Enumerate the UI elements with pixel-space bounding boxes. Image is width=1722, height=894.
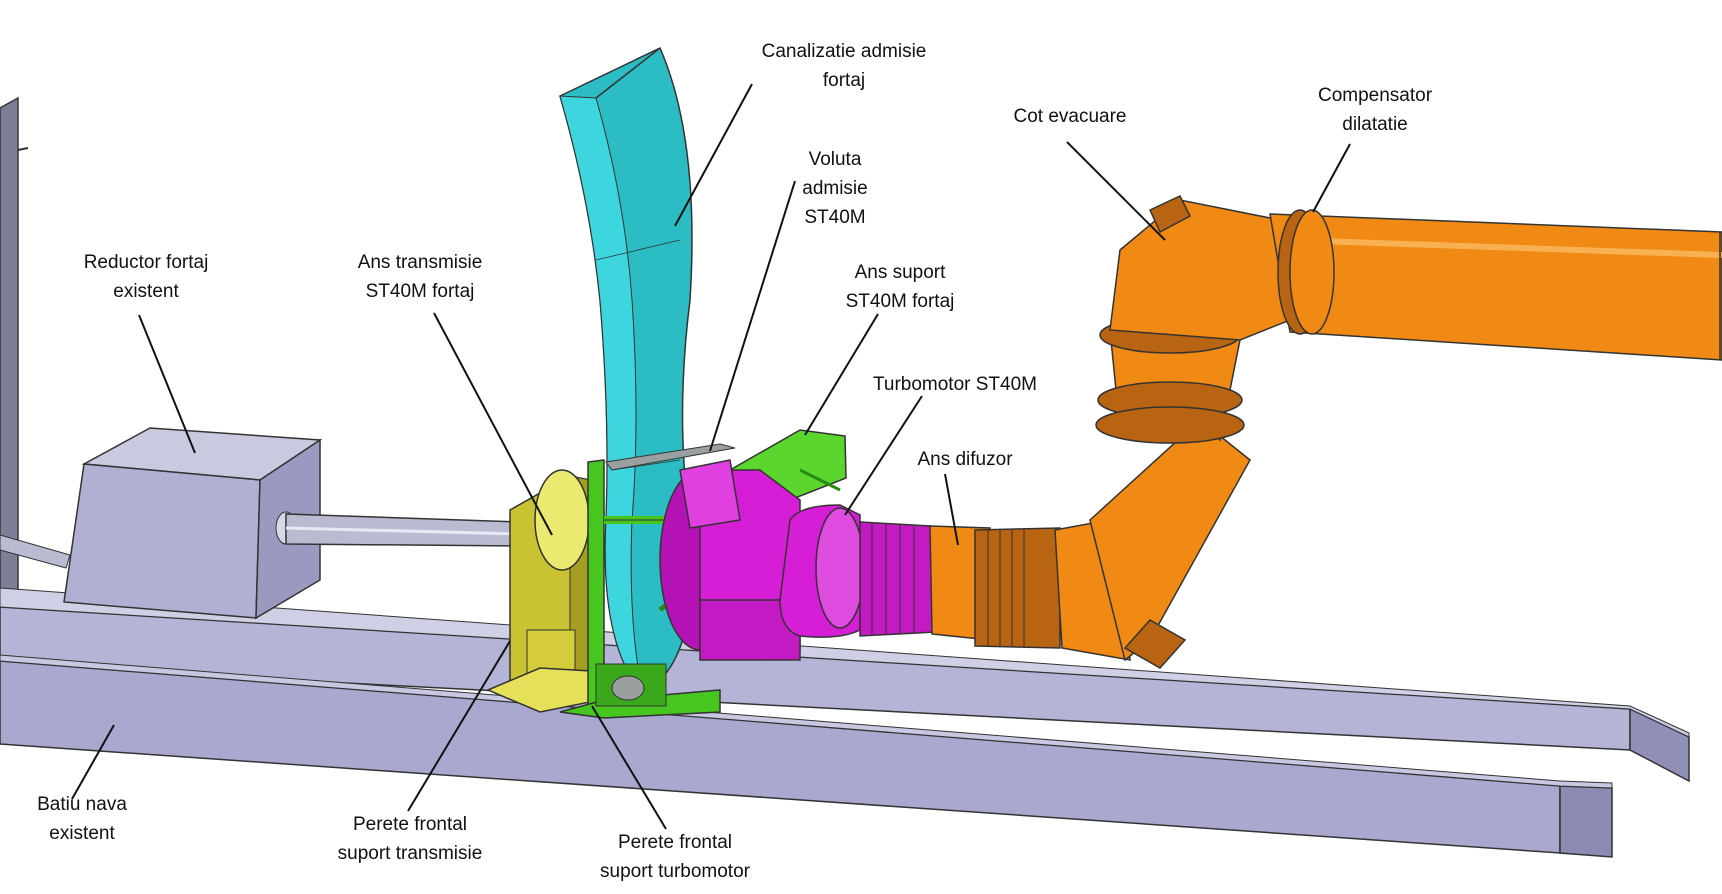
leader-lines <box>71 83 1351 830</box>
turbomotor <box>659 459 936 661</box>
label-turbomotor: Turbomotor ST40M <box>872 374 1037 395</box>
label-transmission-assembly: Ans transmisie ST40M fortaj <box>357 252 483 302</box>
ship-base-frame <box>0 587 1690 858</box>
label-exhaust-elbow: Cot evacuare <box>1013 106 1127 127</box>
label-intake-volute: Voluta admisie ST40M <box>802 149 868 228</box>
transmission-support <box>486 469 609 713</box>
label-transmission-front-wall: Perete frontal suport transmisie <box>337 814 483 864</box>
label-expansion-joint: Compensator dilatatie <box>1317 85 1433 135</box>
intake-duct <box>559 46 736 691</box>
label-reducer: Reductor fortaj existent <box>83 252 209 302</box>
label-diffuser-assembly: Ans difuzor <box>917 449 1013 470</box>
label-turbomotor-front-wall: Perete frontal suport turbomotor <box>600 832 750 882</box>
transmission-shaft <box>285 513 521 547</box>
label-intake-duct: Canalizatie admisie fortaj <box>761 41 927 91</box>
exhaust-system <box>929 195 1722 669</box>
label-turbomotor-support-assembly: Ans suport ST40M fortaj <box>845 262 955 312</box>
reducer-box <box>63 427 323 620</box>
left-frame <box>0 96 71 599</box>
label-ship-base: Batiu nava existent <box>37 794 127 844</box>
